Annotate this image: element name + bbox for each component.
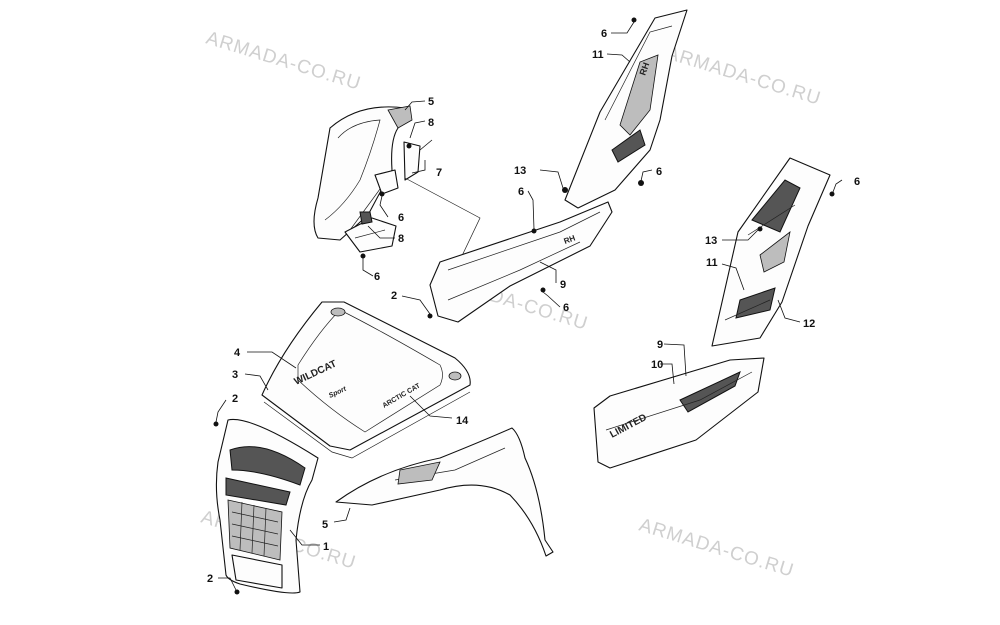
callout-9: 9 [560,279,566,291]
watermark-top-right: ARMADA-CO.RU [664,43,824,110]
hood-assembly: WILDCAT Sport ARCTIC CAT [261,301,471,459]
callout-11: 11 [706,257,718,269]
upper-side-panel: RH [564,9,688,209]
callout-6: 6 [374,271,380,283]
callout-6: 6 [398,212,404,224]
rocker-rh-decal: RH [563,233,577,245]
callout-1: 1 [323,541,329,553]
callout-10: 10 [651,359,663,371]
callout-6: 6 [601,28,607,40]
watermark-bottom-right: ARMADA-CO.RU [637,515,797,582]
callout-8: 8 [398,233,404,245]
watermark-top-left: ARMADA-CO.RU [204,28,364,95]
right-side-panel [711,157,831,347]
callout-3: 3 [232,369,238,381]
leader-lines [215,21,843,591]
left-side-cowl [313,105,481,261]
left-rocker-panel: RH [429,201,613,323]
panel-rh-decal: RH [637,61,651,77]
callout-2: 2 [232,393,238,405]
callout-12: 12 [803,318,815,330]
callout-5: 5 [428,96,434,108]
front-grille [215,418,319,594]
callout-8: 8 [428,117,434,129]
callout-6: 6 [854,176,860,188]
callout-6: 6 [656,166,662,178]
callout-6: 6 [563,302,569,314]
callout-4: 4 [234,347,241,359]
callout-9: 9 [657,339,663,351]
callout-6: 6 [518,186,524,198]
front-fender [335,427,554,557]
callout-labels: 6 11 5 8 7 6 8 6 13 6 6 9 6 2 4 3 2 14 5… [207,28,860,585]
callout-11: 11 [592,49,604,61]
callout-13: 13 [705,235,717,247]
callout-2: 2 [207,573,213,585]
right-rocker-panel: LIMITED [593,357,765,469]
callout-2: 2 [391,290,397,302]
callout-13: 13 [514,165,526,177]
callout-7: 7 [436,167,442,179]
callout-14: 14 [456,415,469,427]
callout-5: 5 [322,519,328,531]
hardware [213,17,835,595]
